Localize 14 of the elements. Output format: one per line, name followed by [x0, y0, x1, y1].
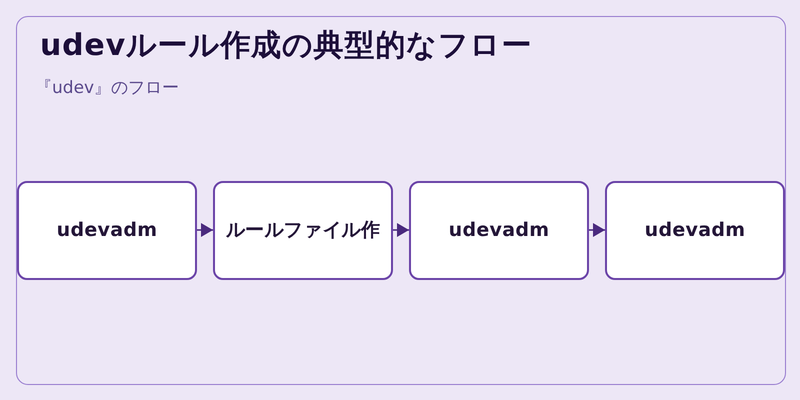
process-box [17, 180, 197, 280]
arrow [393, 223, 409, 237]
arrow [589, 223, 605, 237]
step-label: udevadm [56, 218, 158, 242]
step-label: udevadm [644, 218, 746, 242]
panel-heading: udevルール作成の典型的なフロー [40, 28, 532, 64]
arrow [197, 223, 213, 237]
step-label: ルールファイル作 [226, 218, 380, 242]
panel-subheading: 『udev』のフロー [35, 78, 180, 98]
process-box [213, 180, 393, 280]
process-box [605, 180, 785, 280]
diagram-panel [16, 16, 786, 385]
step-label: udevadm [448, 218, 550, 242]
process-box [409, 180, 589, 280]
